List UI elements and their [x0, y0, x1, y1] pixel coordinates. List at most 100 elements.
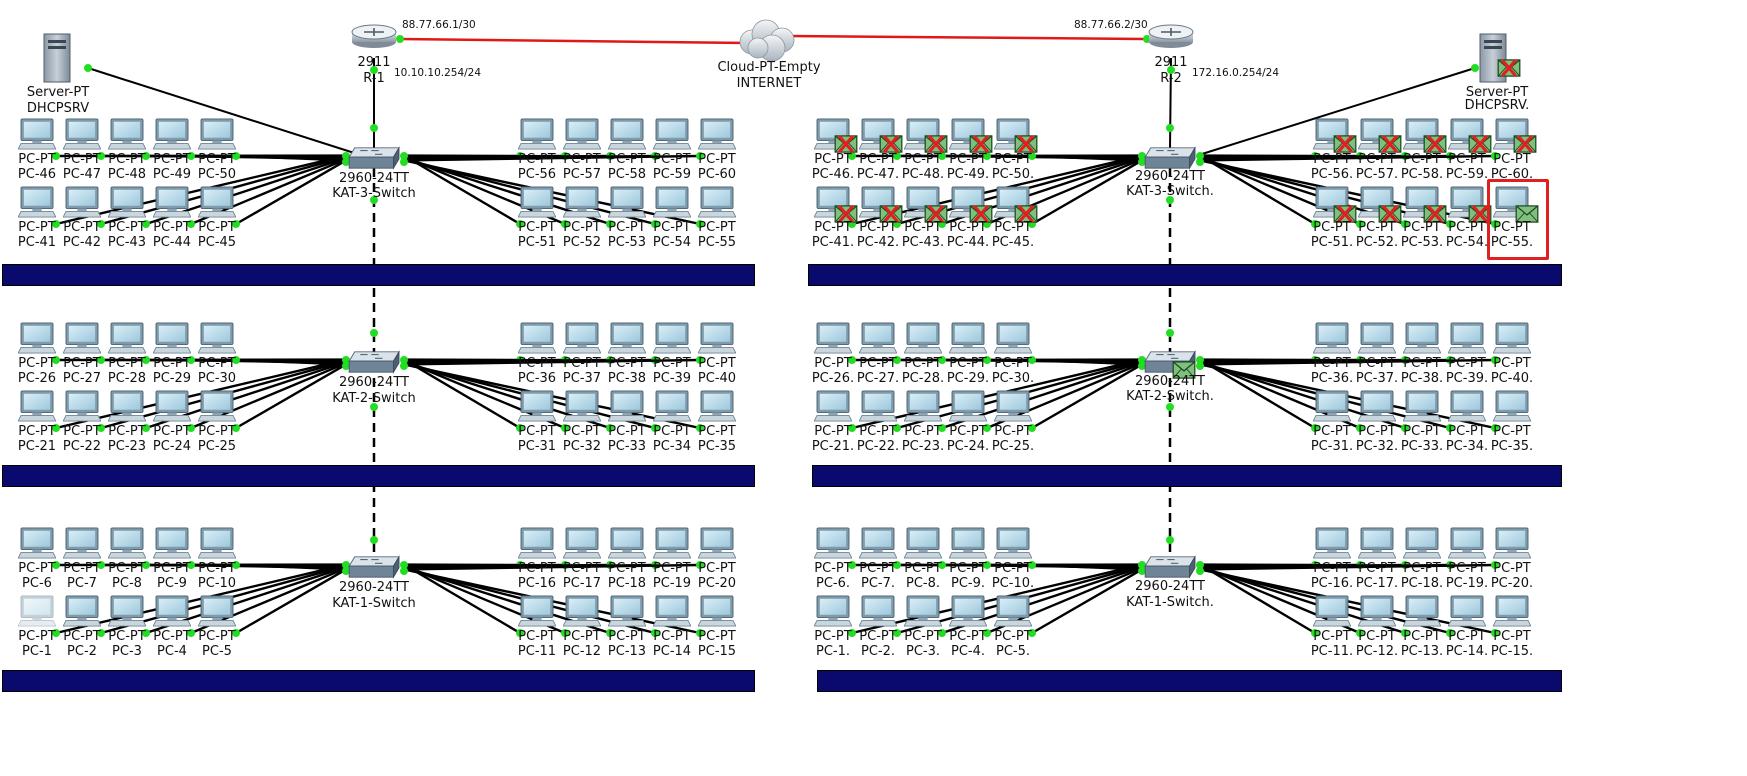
server-link-right[interactable] — [1201, 67, 1476, 155]
pc-name-label: PC-33 — [607, 439, 647, 454]
pc-name-label: PC-12. — [1355, 644, 1399, 659]
pc-link[interactable] — [1199, 563, 1496, 571]
pc-link[interactable] — [1031, 568, 1143, 635]
pc-type-label: PC-PT — [63, 356, 101, 371]
pc-type-label: PC-PT — [18, 561, 56, 576]
pc-link[interactable] — [235, 363, 347, 430]
pc-type-label: PC-PT — [1403, 561, 1441, 576]
pc-name-label: PC-19 — [652, 576, 692, 591]
wan-link-left[interactable] — [399, 37, 750, 45]
pc-name-label: PC-29. — [946, 371, 990, 386]
pc-type-label: PC-PT — [653, 152, 691, 167]
pc-link[interactable] — [403, 358, 701, 366]
cloud-name-label: INTERNET — [736, 76, 802, 91]
pc-name-label: PC-45 — [197, 235, 237, 250]
pc-type-label: PC-PT — [198, 356, 236, 371]
pc-name-label: PC-11. — [1310, 644, 1354, 659]
pc-type-label: PC-PT — [518, 220, 556, 235]
server-dhcpsrv-dot-icon[interactable] — [1479, 33, 1507, 83]
internet-cloud-icon[interactable] — [739, 19, 795, 62]
pc-link[interactable] — [235, 568, 347, 635]
pc-type-label: PC-PT — [198, 424, 236, 439]
port-led — [52, 152, 60, 160]
pc-name-label: PC-51. — [1310, 235, 1354, 250]
pc-type-label: PC-PT — [18, 356, 56, 371]
port-led — [232, 424, 240, 432]
pc-type-label: PC-PT — [949, 220, 987, 235]
port-led — [97, 220, 105, 228]
pc-name-label: PC-47. — [856, 167, 900, 182]
port-led — [342, 362, 350, 370]
port-led — [696, 629, 704, 637]
pc-type-label: PC-PT — [1493, 424, 1531, 439]
pc-type-label: PC-PT — [608, 356, 646, 371]
pc-link[interactable] — [403, 154, 521, 226]
pc-name-label: PC-27 — [62, 371, 102, 386]
port-led — [1491, 356, 1499, 364]
pc-name-label: PC-12 — [562, 644, 602, 659]
port-led — [232, 356, 240, 364]
pc-type-label: PC-PT — [1493, 561, 1531, 576]
port-led — [1196, 356, 1204, 364]
pc-type-label: PC-PT — [63, 629, 101, 644]
pc-type-label: PC-PT — [653, 356, 691, 371]
pdu-failed-cross-icon — [928, 205, 944, 223]
pc-name-label: PC-20. — [1490, 576, 1534, 591]
port-led — [938, 561, 946, 569]
router-r1-icon[interactable] — [351, 24, 397, 48]
pdu-failed-cross-icon — [1427, 135, 1443, 153]
pc-link[interactable] — [1199, 154, 1316, 226]
pc-name-label: PC-57. — [1355, 167, 1399, 182]
pc-type-label: PC-PT — [563, 424, 601, 439]
pc-name-label: PC-4 — [157, 644, 187, 659]
pdu-failed-cross-icon — [973, 205, 989, 223]
pc-link[interactable] — [1031, 159, 1143, 226]
port-led — [1491, 220, 1499, 228]
pc-type-label: PC-PT — [563, 152, 601, 167]
pc-name-label: PC-13. — [1400, 644, 1444, 659]
port-led — [1166, 329, 1174, 337]
server-link-left[interactable] — [87, 67, 371, 159]
pc-link[interactable] — [403, 563, 521, 635]
port-led — [1138, 356, 1146, 364]
floor-bar-right-2 — [812, 465, 1562, 487]
port-led — [893, 629, 901, 637]
pc-link[interactable] — [235, 159, 347, 226]
port-led — [893, 152, 901, 160]
pc-name-label: PC-50. — [991, 167, 1035, 182]
wan-link-right[interactable] — [788, 34, 1148, 41]
port-led — [370, 66, 378, 74]
switch-name-left-2: KAT-2-Switch — [332, 391, 416, 406]
pc-link[interactable] — [1199, 358, 1316, 430]
port-led — [983, 424, 991, 432]
server-type-right: Server-PT — [1465, 85, 1529, 100]
server-dhcpsrv-icon[interactable] — [43, 33, 71, 83]
port-led — [142, 356, 150, 364]
port-led — [187, 356, 195, 364]
port-led — [142, 220, 150, 228]
port-led — [651, 424, 659, 432]
pc-link[interactable] — [1199, 154, 1496, 162]
pc-link[interactable] — [403, 563, 701, 571]
pc-name-label: PC-39 — [652, 371, 692, 386]
port-led — [52, 629, 60, 637]
pc-link[interactable] — [1199, 358, 1496, 366]
router-r2-icon[interactable] — [1148, 24, 1194, 48]
pc-type-label: PC-PT — [1313, 152, 1351, 167]
port-led — [1196, 152, 1204, 160]
pc-link[interactable] — [403, 358, 521, 430]
switch-model-right-1: 2960-24TT — [1135, 579, 1205, 594]
pc-type-label: PC-PT — [153, 152, 191, 167]
port-led — [370, 196, 378, 204]
pc-link[interactable] — [1199, 563, 1316, 635]
switch-model-left-1: 2960-24TT — [339, 580, 409, 595]
pc-type-label: PC-PT — [1313, 356, 1351, 371]
pc-type-label: PC-PT — [698, 152, 736, 167]
pc-link[interactable] — [1031, 363, 1143, 430]
pc-type-label: PC-PT — [108, 561, 146, 576]
pc-type-label: PC-PT — [1313, 220, 1351, 235]
pc-link[interactable] — [403, 154, 701, 162]
port-led — [370, 536, 378, 544]
port-led — [1401, 220, 1409, 228]
